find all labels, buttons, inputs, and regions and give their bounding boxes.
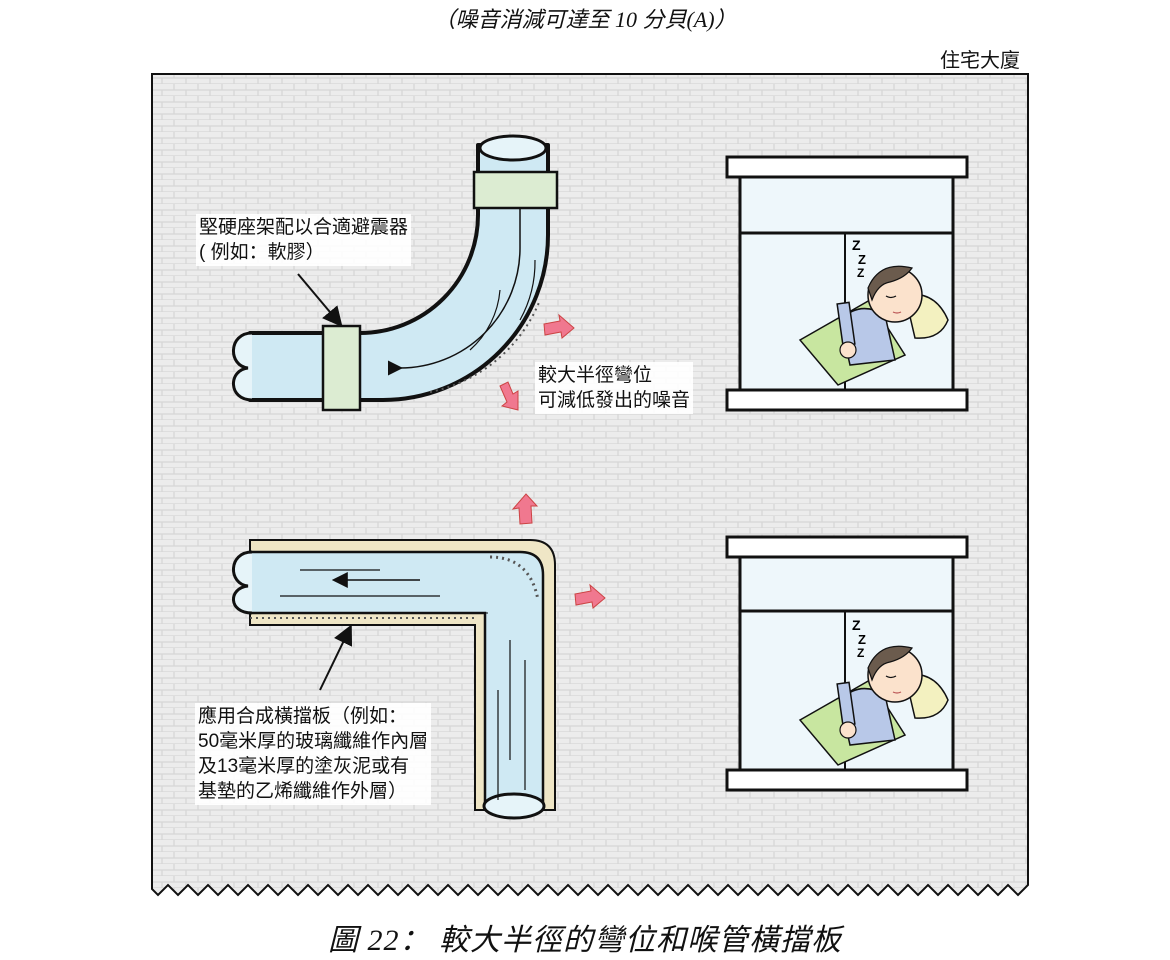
- rigid-mount-horizontal: [321, 324, 362, 412]
- svg-text:Z: Z: [858, 632, 866, 647]
- bend-callout-line: 較大半徑彎位: [538, 365, 653, 386]
- building-label: 住宅大廈: [940, 50, 1020, 72]
- mount-callout: 堅硬座架配以合適避震器 ( 例如：軟膠）: [196, 214, 412, 266]
- pipe-with-lagging: [232, 539, 556, 820]
- svg-text:Z: Z: [857, 646, 864, 660]
- lagging-pointer: [319, 624, 353, 691]
- mount-callout-line: ( 例如：軟膠）: [199, 242, 325, 263]
- sleeping-person-icon: Z Z Z: [798, 237, 949, 386]
- rigid-mount-vertical: [472, 170, 559, 210]
- figure-caption: 圖 22： 較大半徑的彎位和喉管橫擋板: [328, 924, 842, 957]
- bend-callout: 較大半徑彎位 可減低發出的噪音: [535, 362, 694, 414]
- sleeping-person-icon: Z Z Z: [798, 617, 949, 766]
- svg-text:Z: Z: [852, 617, 861, 633]
- bend-callout-line: 可減低發出的噪音: [538, 390, 691, 411]
- lagging-callout: 應用合成橫擋板（例如： 50毫米厚的玻璃纖維作內層 及13毫米厚的塗灰泥或有 基…: [195, 703, 432, 805]
- lagging-callout-line: 基墊的乙烯纖維作外層）: [198, 781, 408, 802]
- svg-text:Z: Z: [852, 237, 861, 253]
- noise-arrow-icon: [499, 313, 575, 411]
- svg-text:Z: Z: [857, 266, 864, 280]
- noise-arrow-icon: [511, 493, 606, 609]
- lagging-callout-line: 應用合成橫擋板（例如：: [198, 706, 408, 727]
- mount-callout-line: 堅硬座架配以合適避震器: [199, 217, 409, 238]
- mount-pointer: [297, 273, 343, 328]
- lagging-callout-line: 50毫米厚的玻璃纖維作內層: [198, 731, 429, 752]
- diagram-subtitle: （噪音消減可達至 10 分貝(A)）: [433, 7, 737, 32]
- svg-text:Z: Z: [858, 252, 866, 267]
- lagging-callout-line: 及13毫米厚的塗灰泥或有: [198, 756, 410, 777]
